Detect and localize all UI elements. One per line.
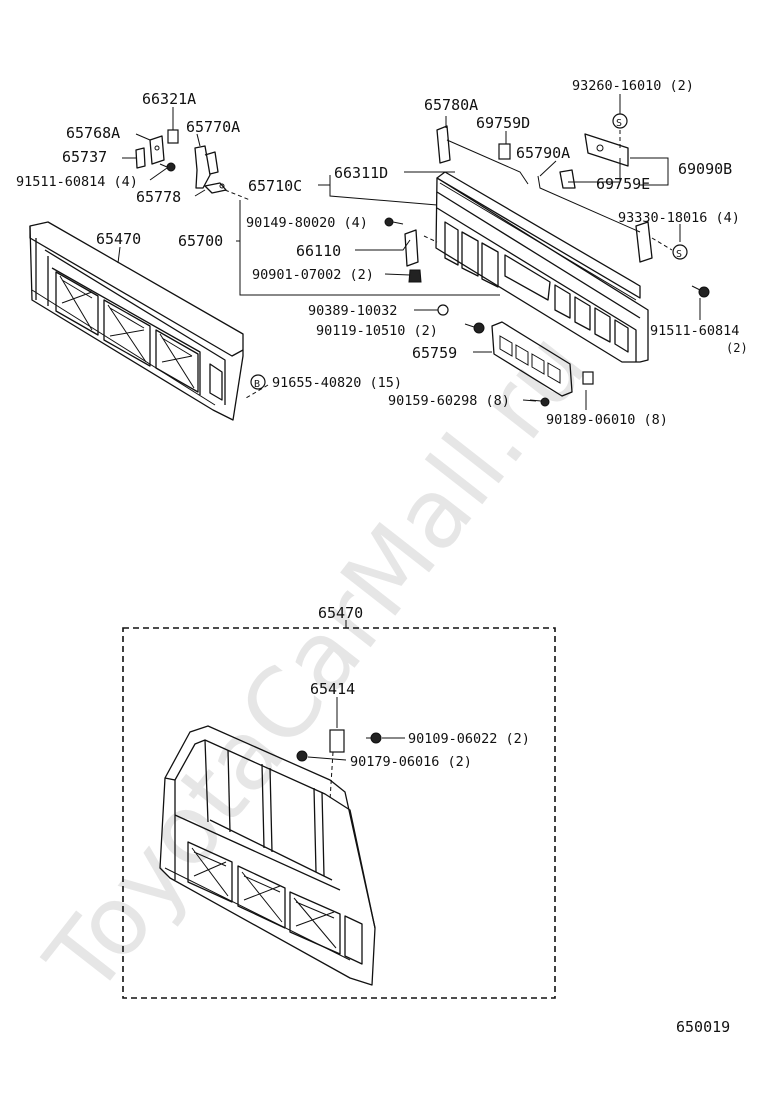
label-65768A: 65768A — [66, 124, 120, 142]
label-90901-07002: 90901-07002 (2) — [252, 267, 374, 283]
leader — [307, 756, 347, 761]
leader — [135, 133, 151, 141]
label-90189-06010: 90189-06010 (8) — [546, 412, 668, 428]
label-69759D: 69759D — [476, 114, 530, 132]
label-65700: 65700 — [178, 232, 223, 250]
hinge-parts-drawing — [135, 129, 227, 194]
label-65470-box: 65470 — [318, 604, 363, 622]
leader — [522, 399, 537, 402]
label-65778: 65778 — [136, 188, 181, 206]
leader-65710C — [318, 175, 438, 206]
label-90109-06022: 90109-06022 (2) — [408, 731, 530, 747]
label-66110: 66110 — [296, 242, 341, 260]
bracket-65700 — [239, 200, 500, 296]
leader — [355, 239, 411, 251]
label-90179-06016: 90179-06016 (2) — [350, 754, 472, 770]
leader-dashed — [245, 384, 269, 399]
leader — [196, 133, 201, 147]
label-93260-16010: 93260-16010 (2) — [572, 78, 694, 94]
watermark-text: ToyotaCarMall.ru — [24, 311, 608, 1014]
label-66311D: 66311D — [334, 164, 388, 182]
bracket-69090B — [630, 157, 669, 186]
label-90159-60298: 90159-60298 (8) — [388, 393, 510, 409]
label-91511-60814-4: 91511-60814 (4) — [16, 174, 138, 190]
leader-dashed — [651, 237, 673, 251]
svg-text:S: S — [676, 249, 682, 260]
label-65470-top: 65470 — [96, 230, 141, 248]
label-90119-10510: 90119-10510 (2) — [316, 323, 438, 339]
diagram-code: 650019 — [676, 1018, 730, 1036]
tailgate-rods-drawing — [436, 125, 653, 263]
panel-65470-detail-drawing — [159, 725, 382, 986]
label-91655-40820: 91655-40820 (15) — [272, 375, 402, 391]
label-66321A: 66321A — [142, 90, 196, 108]
leader — [568, 158, 621, 183]
fasteners-drawing — [384, 217, 710, 407]
label-91511-60814-right: 91511-60814 — [650, 323, 739, 339]
leader — [384, 273, 411, 276]
leader — [539, 160, 557, 177]
label-65759: 65759 — [412, 344, 457, 362]
label-90149-80020: 90149-80020 (4) — [246, 215, 368, 231]
plate-65759-drawing — [491, 321, 594, 397]
symbol-b-icon: B — [250, 374, 266, 390]
label-65710C: 65710C — [248, 177, 302, 195]
detail-frame — [122, 627, 556, 999]
label-65770A: 65770A — [186, 118, 240, 136]
leader-dashed — [224, 189, 251, 201]
svg-text:B: B — [254, 379, 260, 390]
leader-dashed — [423, 235, 438, 243]
label-69090B: 69090B — [678, 160, 732, 178]
label-65790A: 65790A — [516, 144, 570, 162]
svg-text:S: S — [616, 118, 622, 129]
symbol-s-icon: S — [672, 244, 688, 260]
tailgate-65700-drawing — [404, 171, 649, 363]
label-93330-18016: 93330-18016 (4) — [618, 210, 740, 226]
leader-dashed — [329, 751, 334, 801]
label-91511-60814-right-qty: (2) — [726, 341, 748, 355]
label-65780A: 65780A — [424, 96, 478, 114]
label-65737: 65737 — [62, 148, 107, 166]
label-65414: 65414 — [310, 680, 355, 698]
panel-65470-drawing — [29, 221, 244, 421]
leader — [117, 246, 121, 264]
symbol-s-icon: S — [612, 113, 628, 129]
label-90389-10032: 90389-10032 — [308, 303, 397, 319]
leader — [149, 167, 168, 181]
leader — [194, 189, 206, 197]
label-69759E: 69759E — [596, 175, 650, 193]
